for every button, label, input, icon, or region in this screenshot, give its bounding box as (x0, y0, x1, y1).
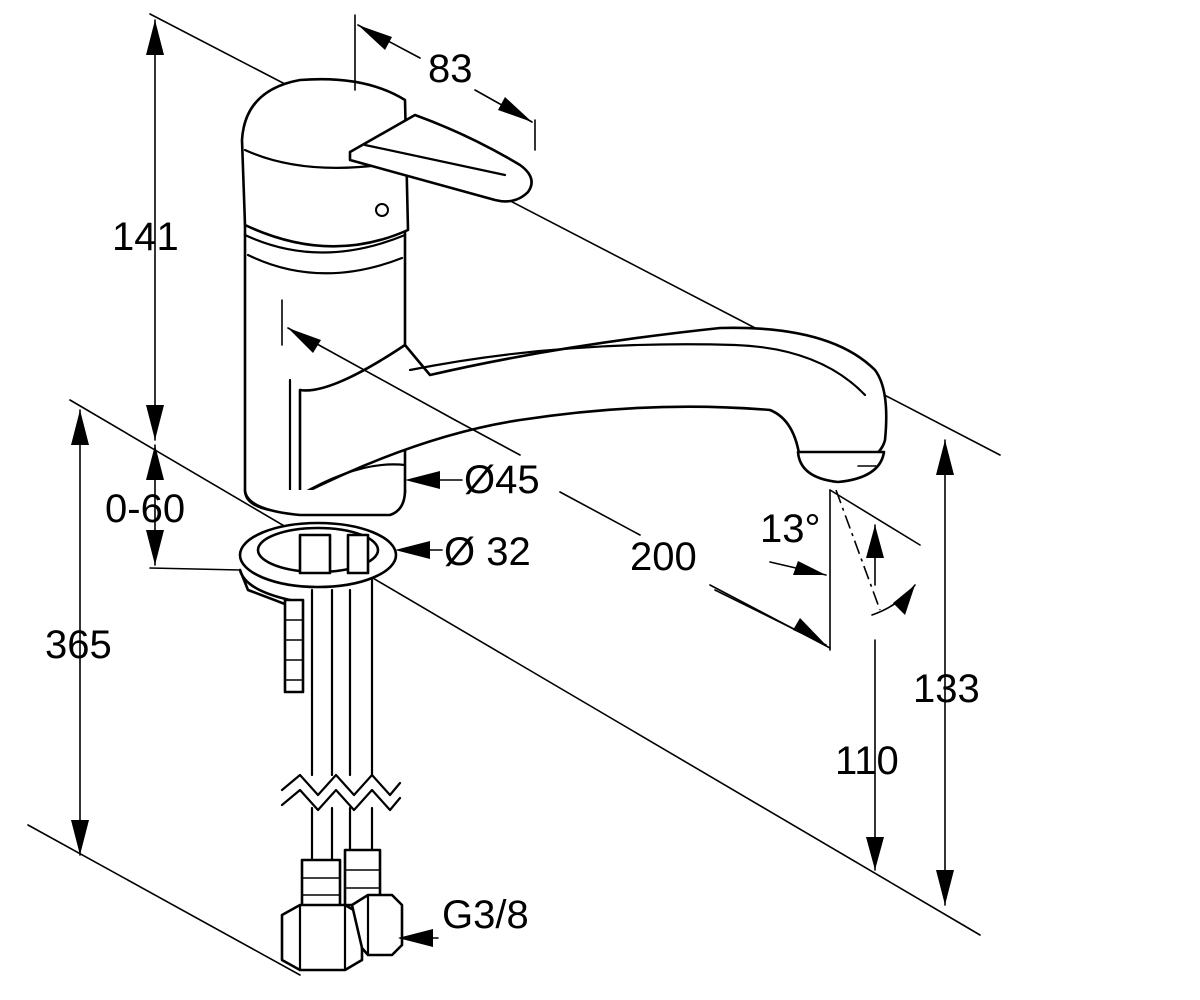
label-0-60: 0-60 (105, 487, 185, 531)
label-13-degrees: 13° (760, 507, 821, 551)
label-200: 200 (630, 535, 697, 579)
mounting-base (238, 489, 407, 694)
label-141: 141 (112, 215, 179, 259)
faucet-spout (298, 326, 888, 497)
supply-hoses (280, 578, 404, 972)
label-83: 83 (428, 47, 473, 91)
label-diameter-32: Ø 32 (444, 530, 531, 574)
label-g3-8: G3/8 (442, 893, 529, 937)
label-365: 365 (45, 623, 112, 667)
cap-screw-icon (375, 203, 389, 217)
dimension-labels: 83 141 0-60 365 Ø45 Ø 32 200 13° 110 133… (45, 47, 980, 937)
label-110: 110 (835, 739, 899, 783)
spout-angle-guides (829, 489, 916, 651)
dimension-arrows (71, 20, 954, 947)
label-133: 133 (913, 667, 980, 711)
label-diameter-45: Ø45 (464, 458, 540, 502)
